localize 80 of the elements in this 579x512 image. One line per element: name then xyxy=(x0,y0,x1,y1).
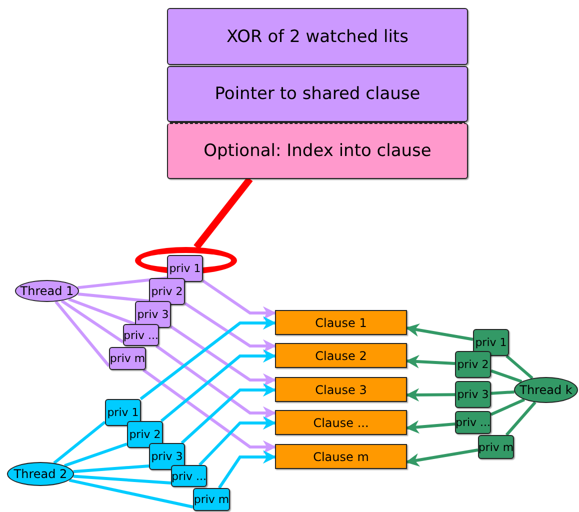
field-box xyxy=(167,8,468,65)
connector-line xyxy=(73,464,150,474)
arrow xyxy=(142,368,276,454)
node-label: priv 3 xyxy=(457,388,489,401)
arrow xyxy=(406,448,478,467)
private-pointer-box xyxy=(473,329,509,356)
private-pointer-box xyxy=(105,399,141,426)
node-label: Thread 1 xyxy=(20,284,74,298)
node-label: Clause ... xyxy=(313,416,369,430)
connector-line xyxy=(78,292,150,302)
field-box xyxy=(167,123,468,179)
clause-box xyxy=(275,310,407,335)
private-pointer-box xyxy=(455,381,491,408)
connector-line xyxy=(54,300,110,367)
connector-line xyxy=(60,300,124,344)
node-label: Thread 2 xyxy=(14,467,68,481)
arrow xyxy=(406,323,474,341)
connector-line xyxy=(53,420,106,464)
node-label: XOR of 2 watched lits xyxy=(226,26,408,46)
node-label: priv 2 xyxy=(151,285,183,298)
node-label: priv m xyxy=(194,493,230,506)
node-label: Pointer to shared clause xyxy=(214,84,420,104)
arrow xyxy=(202,280,276,320)
connector-line xyxy=(68,298,136,326)
arrow xyxy=(140,316,276,400)
arrow xyxy=(184,302,276,353)
connector-line xyxy=(194,176,253,250)
node-label: priv ... xyxy=(455,416,491,429)
node-label: priv 3 xyxy=(151,450,183,463)
private-pointer-box xyxy=(167,255,203,282)
private-pointer-box xyxy=(149,443,185,470)
connector-line xyxy=(506,354,534,380)
node-label: priv 1 xyxy=(107,406,139,419)
private-pointer-box xyxy=(455,411,491,434)
arrow xyxy=(406,354,456,368)
node-label: Thread k xyxy=(520,383,572,397)
node-label: priv 2 xyxy=(129,428,161,441)
node-label: priv ... xyxy=(171,470,207,482)
node-label: priv m xyxy=(110,352,146,365)
private-pointer-box xyxy=(455,351,491,378)
clause-box xyxy=(275,343,407,368)
node-label: priv m xyxy=(478,440,514,454)
node-label: Clause 1 xyxy=(315,316,367,330)
clause-box xyxy=(275,410,407,435)
arrow xyxy=(180,383,276,444)
connector-line xyxy=(68,478,194,508)
private-pointer-box xyxy=(478,435,514,459)
node-label: priv ... xyxy=(123,328,159,342)
connector-line xyxy=(490,398,526,416)
thread-ellipse xyxy=(7,462,74,486)
private-pointer-box xyxy=(109,347,146,370)
thread-ellipse xyxy=(15,280,79,302)
field-box xyxy=(167,66,468,122)
thread-ellipse xyxy=(514,377,578,403)
clause-box xyxy=(275,444,407,469)
connector-line xyxy=(490,369,522,383)
node-label: priv 2 xyxy=(457,358,489,371)
node-label: Clause 2 xyxy=(315,348,367,362)
node-label: Clause 3 xyxy=(315,382,367,396)
connector-line xyxy=(64,442,128,468)
private-pointer-box xyxy=(171,465,207,487)
arrow xyxy=(406,420,456,434)
private-pointer-box xyxy=(193,488,230,511)
connector-line xyxy=(505,401,536,436)
arrow xyxy=(218,450,276,489)
node-label: priv 3 xyxy=(137,308,169,321)
private-pointer-box xyxy=(127,421,163,448)
connector-line xyxy=(490,390,514,395)
node-label: Optional: Index into clause xyxy=(204,141,432,161)
clause-box xyxy=(275,377,407,402)
private-pointer-box xyxy=(123,324,159,346)
connector-line xyxy=(73,474,172,484)
node-label: priv 1 xyxy=(475,336,507,349)
arrow xyxy=(198,416,276,466)
arrow xyxy=(406,388,456,402)
node-label: priv 1 xyxy=(169,262,201,275)
private-pointer-box xyxy=(135,301,171,328)
node-label: Clause m xyxy=(313,450,369,464)
arrow xyxy=(170,325,276,387)
private-pointer-box xyxy=(149,278,185,305)
